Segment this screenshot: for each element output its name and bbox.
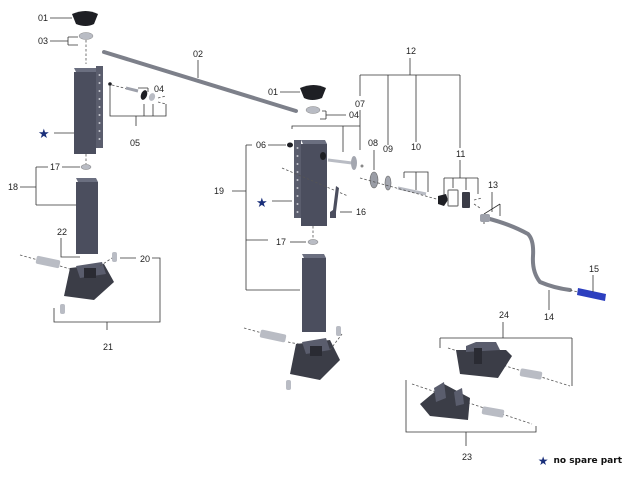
crank-lever-part-16 xyxy=(330,186,339,218)
outer-tube-left xyxy=(74,66,103,154)
foot-plate-right xyxy=(290,338,340,380)
handle-grip-part-15 xyxy=(577,288,606,301)
label-11: 11 xyxy=(456,149,465,159)
label-20: 20 xyxy=(140,254,150,264)
no-spare-part-star-left: ★ xyxy=(38,126,50,141)
label-17-right: 17 xyxy=(276,237,286,247)
label-24: 24 xyxy=(499,310,509,320)
inner-tube-right xyxy=(302,254,326,332)
cap-part-01-right xyxy=(300,85,326,100)
seal-part-11 xyxy=(438,194,448,206)
label-10: 10 xyxy=(411,142,421,152)
label-17-left: 17 xyxy=(50,162,60,172)
label-01-left: 01 xyxy=(38,13,48,23)
foot-plate-left xyxy=(64,262,114,300)
label-21: 21 xyxy=(103,342,113,352)
label-04-right: 04 xyxy=(349,110,359,120)
label-01-right: 01 xyxy=(268,87,278,97)
cross-shaft-part-02 xyxy=(102,50,298,113)
label-05: 05 xyxy=(130,138,140,148)
label-23: 23 xyxy=(462,452,472,462)
right-leg-assembly: 01 04 07 06 ★ xyxy=(214,85,366,390)
label-19: 19 xyxy=(214,186,224,196)
gear-part-09 xyxy=(384,175,392,191)
label-07: 07 xyxy=(355,99,365,109)
legend: ★ no spare part xyxy=(538,455,622,467)
crank-handle-part-14 xyxy=(484,216,572,292)
star-icon: ★ xyxy=(537,454,549,468)
washer-part-03 xyxy=(78,32,94,40)
label-13: 13 xyxy=(488,180,498,190)
cap-part-01-left xyxy=(72,11,98,26)
washer-part-17-left xyxy=(80,164,92,170)
label-12: 12 xyxy=(406,46,416,56)
label-09: 09 xyxy=(383,144,393,154)
gear-part-08 xyxy=(369,171,379,189)
label-14: 14 xyxy=(544,312,554,322)
inner-tube-left xyxy=(76,178,98,254)
legend-text: no spare part xyxy=(553,456,622,466)
label-08: 08 xyxy=(368,138,378,148)
shaft-part-10 xyxy=(397,186,427,196)
left-leg-assembly: 01 03 ★ 04 05 xyxy=(8,11,167,352)
label-02: 02 xyxy=(193,49,203,59)
outer-tube-right xyxy=(294,140,327,226)
pin-part-left xyxy=(35,255,61,269)
label-04-left: 04 xyxy=(154,84,164,94)
label-03: 03 xyxy=(38,36,48,46)
foot-option-23: 23 xyxy=(405,380,537,462)
label-22: 22 xyxy=(57,227,67,237)
washer-part-17-right xyxy=(307,239,319,245)
no-spare-part-star-right: ★ xyxy=(256,195,268,210)
foot-option-24: 24 xyxy=(439,310,573,387)
label-16: 16 xyxy=(356,207,366,217)
pin-part-right xyxy=(259,329,287,343)
washer-part-04 xyxy=(305,106,321,114)
label-15: 15 xyxy=(589,264,599,274)
gearbox-assembly: 12 08 09 10 11 13 14 15 xyxy=(359,46,606,322)
label-18: 18 xyxy=(8,182,18,192)
label-06: 06 xyxy=(256,140,266,150)
bolt-part-05 xyxy=(125,86,139,93)
